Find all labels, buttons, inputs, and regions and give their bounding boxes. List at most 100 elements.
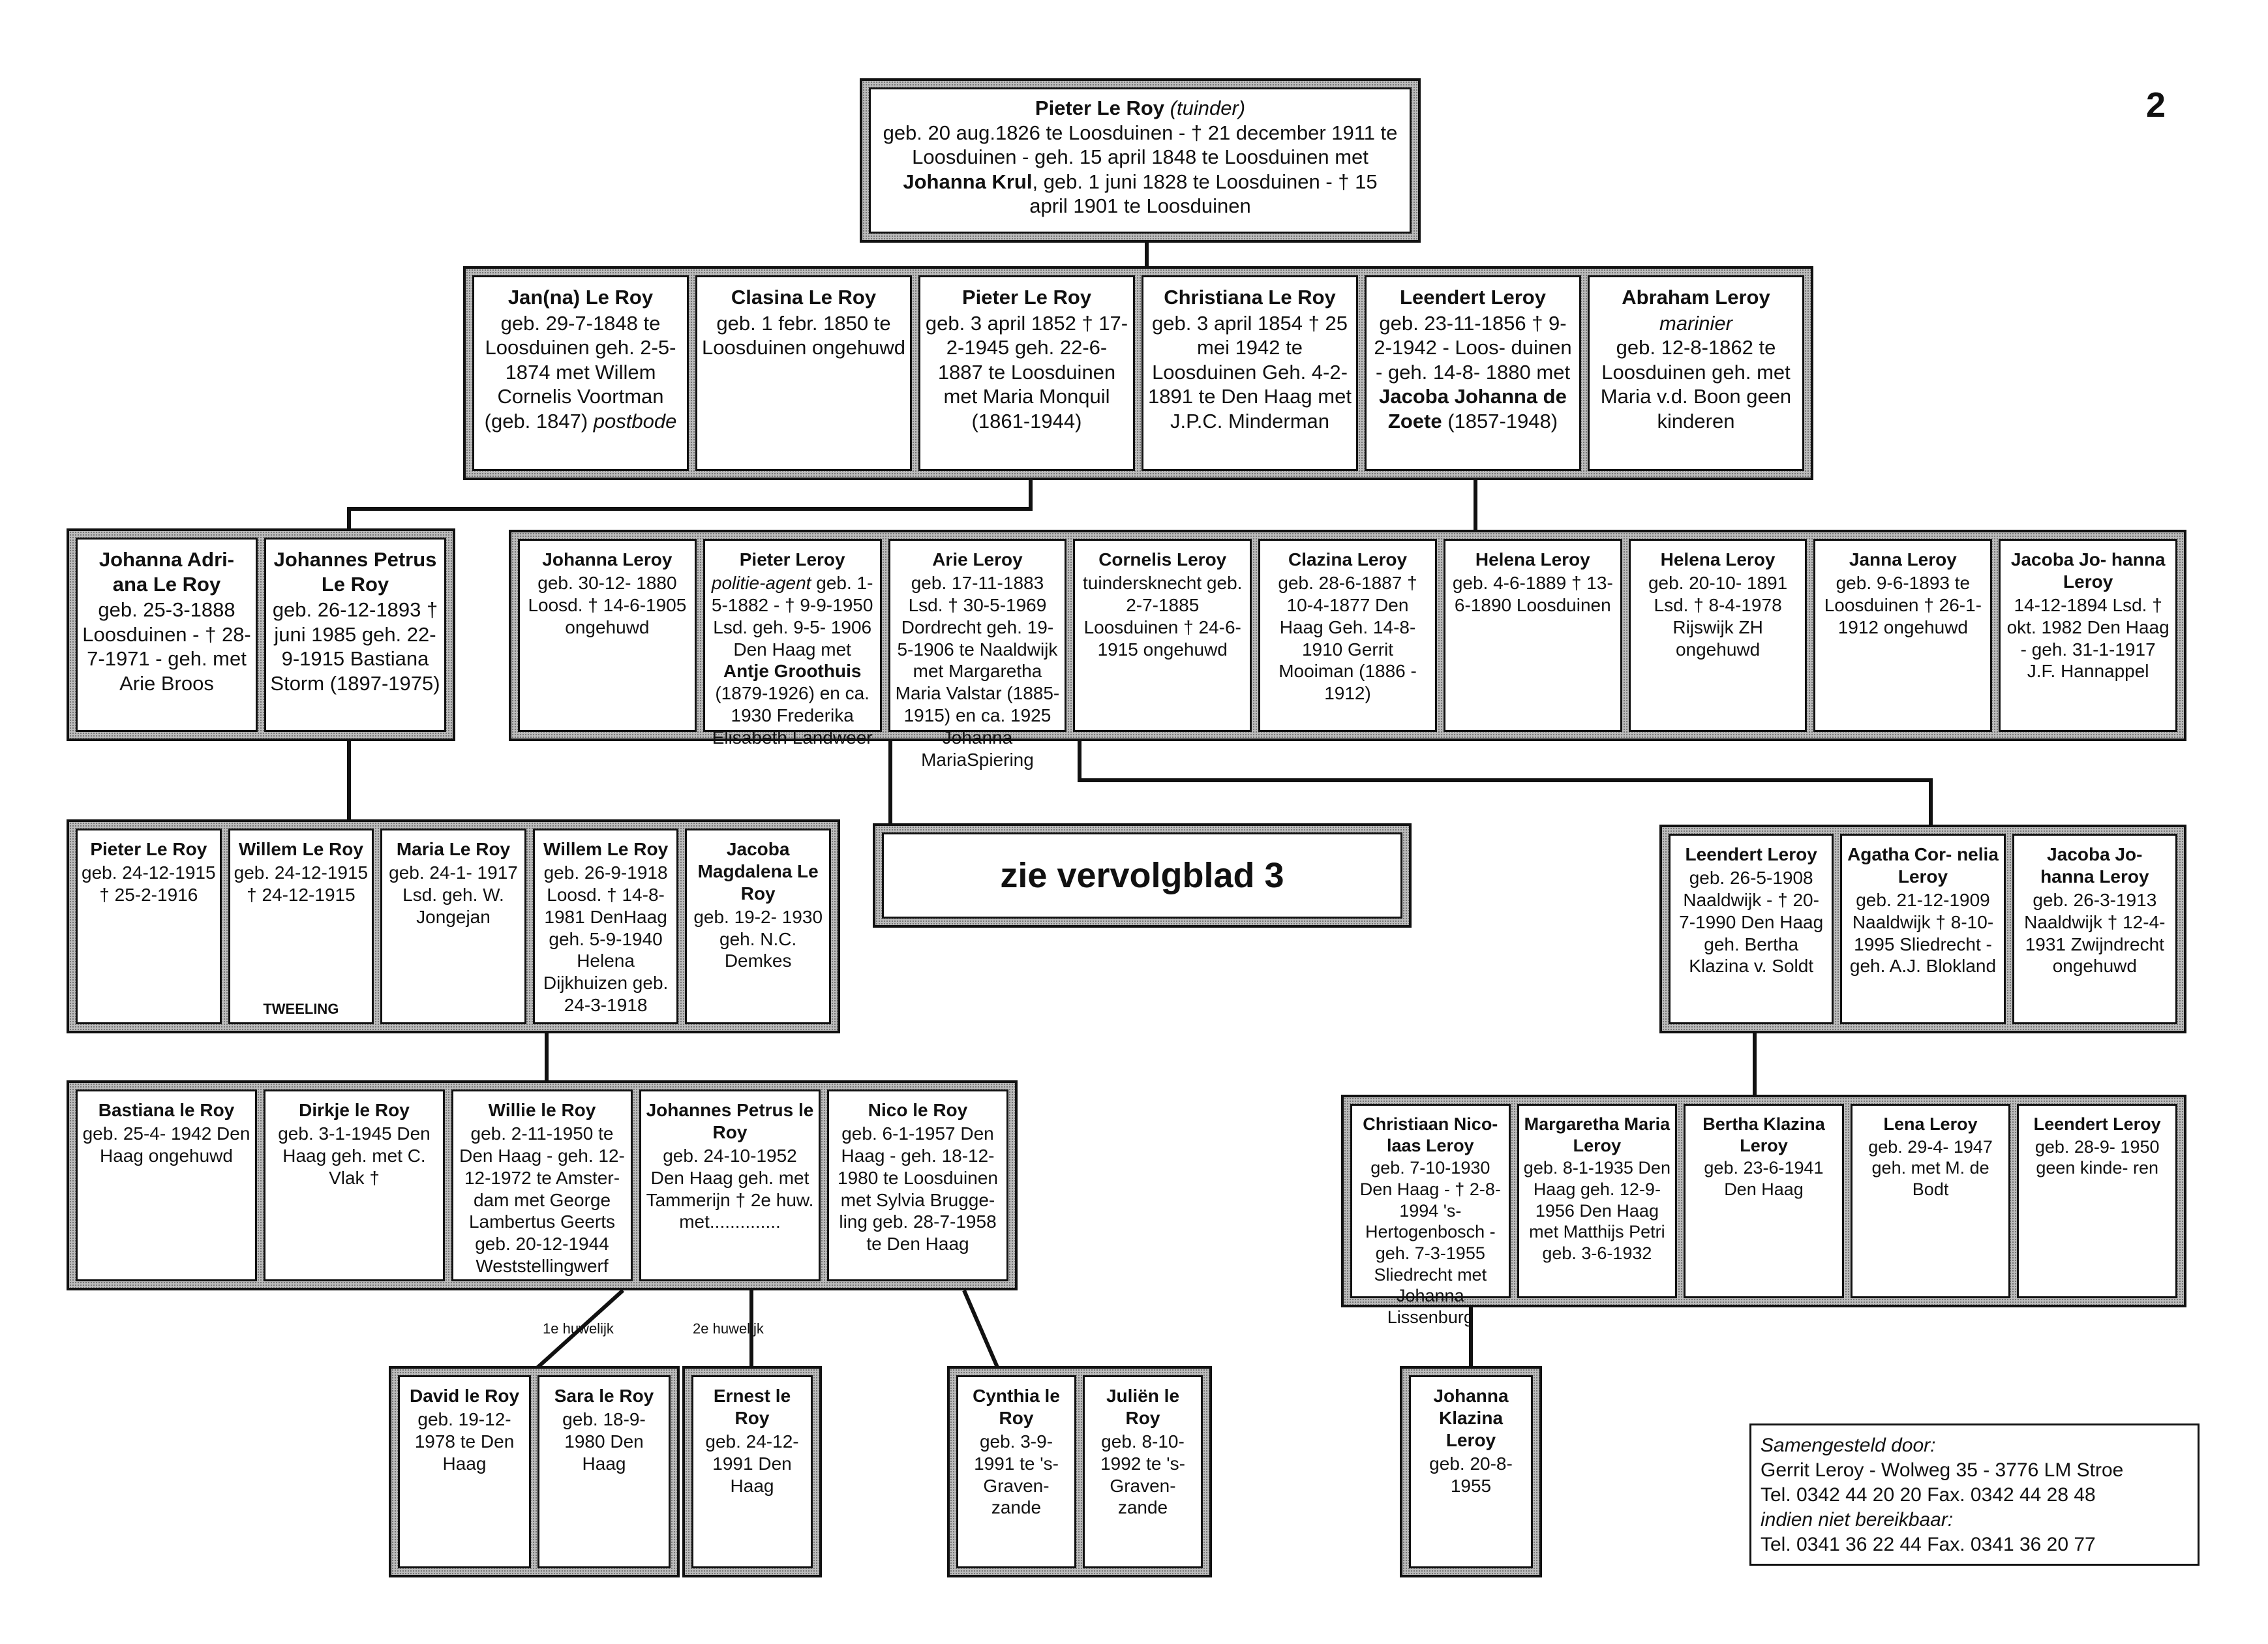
person-details: geb. 24-12- 1991 Den Haag [705,1431,799,1496]
person-name: Johannes Petrus le Roy [646,1100,814,1142]
person-details: geb. 3 april 1854 † 25 mei 1942 te Loosd… [1148,311,1352,433]
person-details: geb. 30-12- 1880 Loosd. † 14-6-1905 onge… [528,572,687,637]
family-group-gen3-left: Pieter Le Roy geb. 24-12-1915 † 25-2-1916… [67,819,840,1033]
person-details: geb. 3 april 1852 † 17-2-1945 geh. 22-6-… [925,311,1128,433]
person-name: Johanna Leroy [542,549,673,570]
person-name: Jacoba Jo- hanna Leroy [2040,844,2149,887]
credit-phone: Tel. 0342 44 20 20 Fax. 0342 44 28 48 [1761,1484,2096,1506]
person-name: Johannes Petrus Le Roy [273,548,437,596]
person-name: Juliën le Roy [1106,1386,1180,1428]
person-details: geb. 29-4- 1947 geh. met M. de Bodt [1868,1136,1993,1199]
person-details: (tuinder)geb. 20 aug.1826 te Loosduinen … [883,97,1398,217]
person-name: Christiaan Nico- laas Leroy [1363,1114,1498,1155]
person-card: Willie le Roy geb. 2-11-1950 te Den Haag … [451,1089,633,1281]
line-pieter-family [347,480,1033,535]
person-details: geb. 21-12-1909 Naaldwijk † 8-10-1995 Sl… [1849,889,1997,977]
person-name: Johanna Adri- ana Le Roy [98,548,235,596]
person-name: Pieter Le Roy [961,286,1092,309]
line-arie-family [1078,741,1933,826]
person-name: Willem Le Roy [543,839,669,859]
person-details: geb. 3-1-1945 Den Haag geh. met C. Vlak … [278,1123,431,1188]
person-name: Helena Leroy [1475,549,1590,570]
person-name: Dirkje le Roy [299,1100,410,1120]
person-details: geb. 29-7-1848 te Loosduinen geh. 2-5-18… [484,311,677,433]
person-details: 14-12-1894 Lsd. † okt. 1982 Den Haag - g… [2006,594,2170,682]
person-details: geb. 28-9- 1950 geen kinde- ren [2034,1136,2160,1178]
twin-note: TWEELING [263,1001,339,1018]
person-name: Clasina Le Roy [731,286,877,309]
person-details: geb. 24-12-1915 † 25-2-1916 [82,862,216,905]
person-details: geb. 25-4- 1942 Den Haag ongehuwd [82,1123,250,1166]
person-details: geb. 8-10- 1992 te 's-Graven- zande [1100,1431,1185,1518]
credit-label: Samengesteld door: [1761,1435,1936,1456]
person-name: Christiana Le Roy [1164,286,1336,309]
person-card: Pieter Le Roy geb. 24-12-1915 † 25-2-1916 [76,829,222,1024]
credit-label-alt: indien niet bereikbaar: [1761,1509,1954,1531]
person-name: Clazina Leroy [1288,549,1408,570]
edge-label-first-marriage: 1e huwelijk [543,1320,614,1337]
person-details: geb. 2-11-1950 te Den Haag - geh. 12- 12… [459,1123,625,1277]
person-details: geb. 28-6-1887 † 10-4-1877 Den Haag Geh.… [1278,572,1417,704]
person-name: Pieter Le Roy [1035,97,1165,119]
person-name: Agatha Cor- nelia Leroy [1847,844,1999,887]
person-details: geb. 4-6-1889 † 13-6-1890 Loosduinen [1452,572,1613,615]
root-couple-box: Pieter Le Roy (tuinder)geb. 20 aug.1826 … [860,78,1421,243]
person-details: tuindersknecht geb. 2-7-1885 Loosduinen … [1083,572,1243,660]
person-details: politie-agent geb. 1-5-1882 - † 9-9-1950… [711,572,873,748]
person-details: geb. 6-1-1957 Den Haag - geh. 18-12- 198… [838,1123,998,1255]
person-details: geb. 20-8- 1955 [1429,1453,1513,1496]
person-name: Jan(na) Le Roy [507,286,654,309]
cross-reference-label: zie vervolgblad 3 [882,832,1402,919]
person-details: geb. 19-2- 1930 geh. N.C. Demkes [693,906,823,971]
person-name: Jacoba Magdalena Le Roy [697,839,819,904]
person-details: geb. 9-6-1893 te Loosduinen † 26-1-1912 … [1824,572,1982,637]
person-name: Sara le Roy [554,1386,654,1406]
person-name: Leendert Leroy [1685,844,1817,864]
person-name: Jacoba Jo- hanna Leroy [2010,549,2166,592]
person-details: geb. 26-9-1918 Loosd. † 14-8-1981 DenHaa… [543,862,669,1016]
person-details: geb. 26-12-1893 † juni 1985 geh. 22-9-19… [270,598,440,695]
person-details: geb. 23-11-1856 † 9-2-1942 - Loos- duine… [1374,311,1572,433]
person-details: geb. 24-12-1915 † 24-12-1915 [234,862,369,905]
person-name: Pieter Le Roy [90,839,207,859]
person-details: geb. 24-10-1952 Den Haag geh. met Tammer… [646,1145,814,1232]
compiled-by-box: Samengesteld door: Gerrit Leroy - Wolweg… [1749,1423,2200,1566]
person-details: geb. 3-9- 1991 te 's-Graven- zande [974,1431,1059,1518]
page-number: 2 [2146,85,2166,125]
person-card: Willem Le Roy geb. 26-9-1918 Loosd. † 14-… [532,829,679,1024]
person-name: David le Roy [409,1386,520,1406]
person-name: Johanna Klazina Leroy [1433,1386,1509,1450]
person-card-root: Pieter Le Roy (tuinder)geb. 20 aug.1826 … [869,87,1412,234]
person-name: Ernest le Roy [713,1386,791,1428]
person-name: Willie le Roy [488,1100,596,1120]
